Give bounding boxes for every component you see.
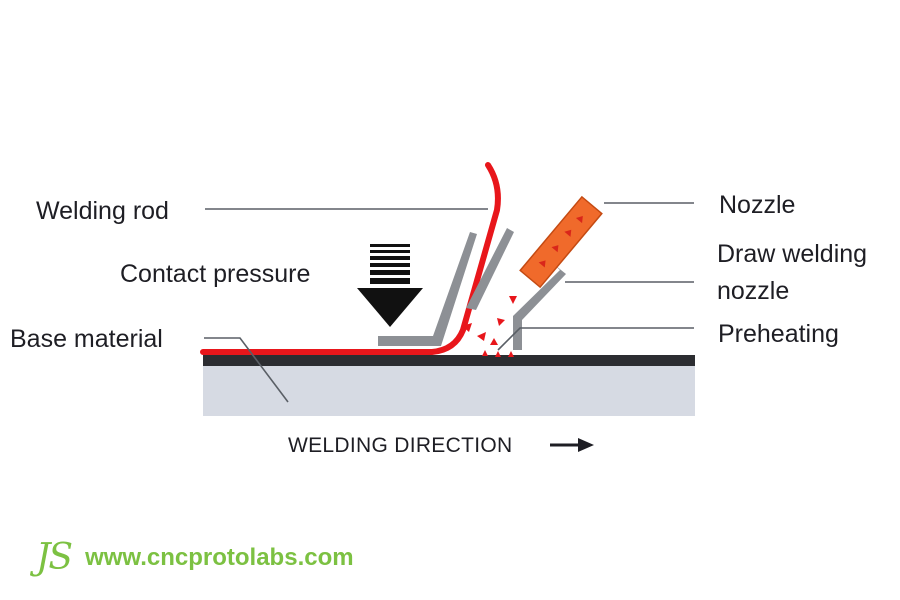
draw-nozzle-label-line2: nozzle xyxy=(717,277,789,305)
preheating-label: Preheating xyxy=(718,320,839,348)
nozzle xyxy=(519,195,603,289)
heat-arrows-icon xyxy=(462,296,517,357)
website-url[interactable]: www.cncprotolabs.com xyxy=(85,544,354,571)
direction-arrow-icon xyxy=(550,438,594,452)
shoe-guide xyxy=(466,228,514,310)
base-substrate xyxy=(203,366,695,416)
base-material-leader xyxy=(204,337,289,403)
brand-logo: JS xyxy=(36,537,73,578)
footer: JS www.cncprotolabs.com xyxy=(36,540,354,576)
draw-nozzle-label-line1: Draw welding xyxy=(717,240,867,268)
contact-pressure-label: Contact pressure xyxy=(120,260,310,288)
base-top-layer xyxy=(203,355,695,366)
draw-welding-nozzle xyxy=(513,262,566,350)
welding-rod-label: Welding rod xyxy=(36,197,169,225)
pressure-shoe xyxy=(378,232,477,346)
preheating-leader xyxy=(497,327,694,351)
nozzle-label: Nozzle xyxy=(719,191,795,219)
welding-direction-label: WELDING DIRECTION xyxy=(288,434,512,457)
welding-rod xyxy=(200,162,501,355)
base-material-label: Base material xyxy=(10,325,163,353)
contact-pressure-arrow-icon xyxy=(357,244,423,327)
